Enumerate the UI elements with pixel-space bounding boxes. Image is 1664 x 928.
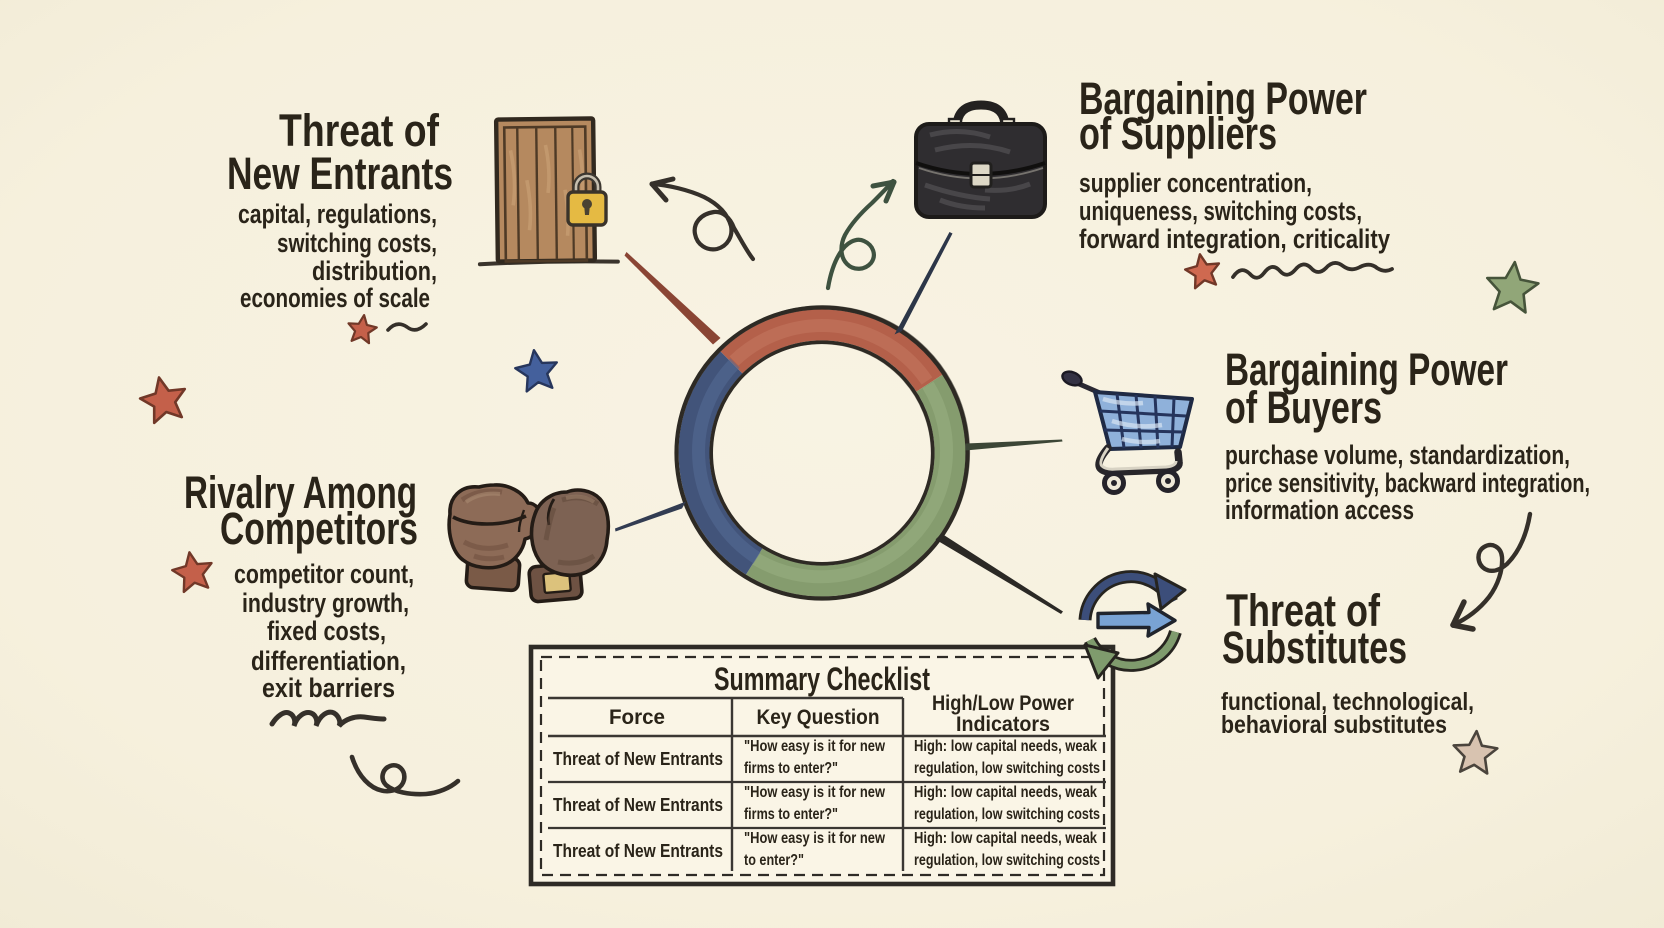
svg-text:supplier concentration,: supplier concentration, bbox=[1079, 168, 1312, 198]
svg-text:of Buyers: of Buyers bbox=[1225, 382, 1382, 433]
svg-text:Threat of New Entrants: Threat of New Entrants bbox=[553, 841, 723, 861]
svg-text:price sensitivity, backward in: price sensitivity, backward integration, bbox=[1225, 468, 1590, 498]
svg-text:"How easy is it for new: "How easy is it for new bbox=[744, 830, 885, 847]
svg-text:Rivalry Among: Rivalry Among bbox=[184, 467, 417, 518]
svg-text:High/Low Power: High/Low Power bbox=[932, 692, 1074, 715]
svg-text:exit barriers: exit barriers bbox=[262, 673, 395, 703]
svg-text:Threat of New Entrants: Threat of New Entrants bbox=[553, 795, 723, 815]
svg-text:switching costs,: switching costs, bbox=[277, 228, 437, 258]
svg-text:Bargaining Power: Bargaining Power bbox=[1225, 344, 1508, 395]
svg-text:Competitors: Competitors bbox=[220, 503, 418, 554]
svg-text:purchase volume, standardizati: purchase volume, standardization, bbox=[1225, 440, 1570, 470]
svg-text:regulation, low switching cost: regulation, low switching costs bbox=[914, 760, 1100, 777]
svg-text:Threat of: Threat of bbox=[279, 105, 440, 156]
svg-text:Threat of New Entrants: Threat of New Entrants bbox=[553, 749, 723, 769]
svg-text:Threat of: Threat of bbox=[1226, 585, 1381, 636]
svg-text:Substitutes: Substitutes bbox=[1222, 622, 1407, 673]
svg-text:New Entrants: New Entrants bbox=[227, 148, 453, 199]
svg-text:to enter?": to enter?" bbox=[744, 852, 804, 869]
svg-text:forward integration, criticali: forward integration, criticality bbox=[1079, 224, 1390, 254]
svg-text:firms to enter?": firms to enter?" bbox=[744, 760, 838, 777]
svg-text:Summary Checklist: Summary Checklist bbox=[714, 661, 930, 697]
svg-text:"How easy is it for new: "How easy is it for new bbox=[744, 738, 885, 755]
svg-text:behavioral substitutes: behavioral substitutes bbox=[1221, 711, 1447, 739]
svg-text:functional, technological,: functional, technological, bbox=[1221, 688, 1474, 716]
svg-text:differentiation,: differentiation, bbox=[251, 646, 406, 676]
svg-text:competitor count,: competitor count, bbox=[234, 559, 414, 589]
svg-text:uniqueness, switching costs,: uniqueness, switching costs, bbox=[1079, 196, 1362, 226]
svg-text:"How easy is it for new: "How easy is it for new bbox=[744, 784, 885, 801]
svg-text:Bargaining Power: Bargaining Power bbox=[1079, 73, 1367, 124]
svg-text:regulation, low switching cost: regulation, low switching costs bbox=[914, 806, 1100, 823]
svg-text:Indicators: Indicators bbox=[956, 713, 1050, 736]
svg-text:High: low capital needs, weak: High: low capital needs, weak bbox=[914, 784, 1097, 801]
svg-text:High: low capital needs, weak: High: low capital needs, weak bbox=[914, 738, 1097, 755]
svg-text:capital, regulations,: capital, regulations, bbox=[238, 199, 437, 229]
svg-text:Force: Force bbox=[609, 706, 665, 729]
svg-text:Key Question: Key Question bbox=[757, 706, 880, 729]
svg-text:industry growth,: industry growth, bbox=[242, 588, 409, 618]
svg-text:firms to enter?": firms to enter?" bbox=[744, 806, 838, 823]
svg-text:fixed costs,: fixed costs, bbox=[267, 616, 386, 646]
svg-text:High: low capital needs, weak: High: low capital needs, weak bbox=[914, 830, 1097, 847]
svg-text:information access: information access bbox=[1225, 495, 1414, 525]
svg-text:of Suppliers: of Suppliers bbox=[1079, 108, 1277, 159]
svg-text:regulation, low switching cost: regulation, low switching costs bbox=[914, 852, 1100, 869]
svg-text:economies of scale: economies of scale bbox=[240, 283, 430, 313]
svg-text:distribution,: distribution, bbox=[312, 256, 437, 286]
